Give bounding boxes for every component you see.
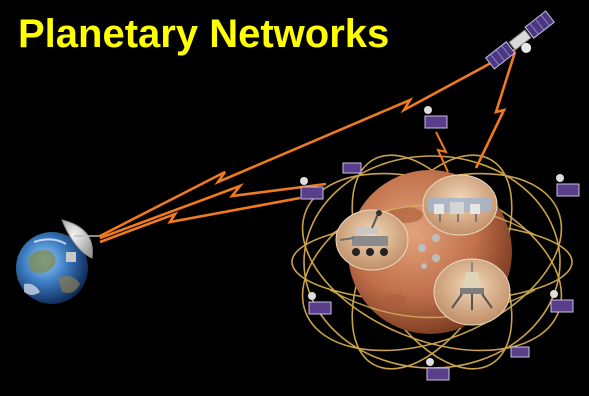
- habitat-icon: [423, 175, 497, 235]
- orbiter-icon: [343, 163, 361, 173]
- orbiter-icon: [424, 106, 447, 128]
- orbiter-icon: [511, 347, 529, 357]
- rover-icon: [336, 210, 408, 270]
- lander-icon: [434, 259, 510, 325]
- orbiter-icon: [308, 292, 331, 314]
- relay-satellite-icon: [486, 11, 559, 75]
- orbiter-icon: [300, 177, 323, 199]
- slide-title: Planetary Networks: [18, 14, 389, 54]
- link-relay-mars: [476, 52, 515, 168]
- orbiter-icon: [556, 174, 579, 196]
- earth-with-dish-icon: [16, 220, 100, 304]
